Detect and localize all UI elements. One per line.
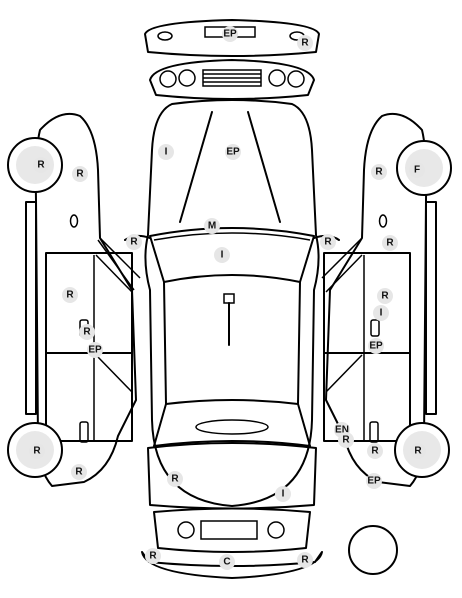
marker-code: EP bbox=[367, 476, 381, 487]
marker-right-front-fender-r[interactable]: R bbox=[371, 164, 387, 180]
marker-code: R bbox=[386, 238, 394, 249]
marker-code: R bbox=[130, 237, 138, 248]
marker-code: R bbox=[149, 551, 157, 562]
marker-code: F bbox=[414, 165, 420, 176]
marker-code: R bbox=[342, 435, 350, 446]
marker-left-front-door-r[interactable]: R bbox=[62, 287, 78, 303]
marker-left-mirror-r[interactable]: R bbox=[126, 234, 142, 250]
marker-right-rear-quarter-ep[interactable]: EP bbox=[366, 473, 382, 489]
marker-right-fender-lower-r[interactable]: R bbox=[382, 235, 398, 251]
marker-code: R bbox=[324, 237, 332, 248]
marker-left-rear-quarter-r[interactable]: R bbox=[71, 464, 87, 480]
marker-left-front-wheel-r[interactable]: R bbox=[33, 157, 49, 173]
marker-code: EP bbox=[226, 147, 240, 158]
legend-circle bbox=[348, 525, 398, 575]
marker-windshield-i[interactable]: I bbox=[214, 247, 230, 263]
marker-left-rear-wheel-r[interactable]: R bbox=[29, 443, 45, 459]
marker-right-rear-wheel-r[interactable]: R bbox=[410, 443, 426, 459]
marker-rear-bumper-c[interactable]: C bbox=[219, 554, 235, 570]
marker-front-bumper-ep[interactable]: EP bbox=[222, 26, 238, 42]
marker-rear-bumper-r-left[interactable]: R bbox=[145, 548, 161, 564]
marker-code: I bbox=[221, 250, 224, 261]
marker-code: I bbox=[165, 147, 168, 158]
marker-right-rear-handle-r[interactable]: R bbox=[367, 443, 383, 459]
marker-code: R bbox=[301, 555, 309, 566]
marker-code: R bbox=[66, 290, 74, 301]
marker-code: R bbox=[75, 467, 83, 478]
car-top-view bbox=[124, 99, 340, 510]
marker-code: R bbox=[375, 167, 383, 178]
marker-code: EP bbox=[369, 341, 383, 352]
marker-hood-i[interactable]: I bbox=[158, 144, 174, 160]
marker-code: I bbox=[380, 308, 383, 319]
marker-left-front-door-handle-r[interactable]: R bbox=[79, 324, 95, 340]
marker-right-front-door-r[interactable]: R bbox=[377, 288, 393, 304]
front-grille-view bbox=[149, 59, 315, 100]
marker-code: R bbox=[414, 446, 422, 457]
marker-code: R bbox=[76, 169, 84, 180]
marker-left-front-fender-r[interactable]: R bbox=[72, 166, 88, 182]
marker-code: EN bbox=[335, 425, 349, 436]
marker-trunk-i[interactable]: I bbox=[275, 486, 291, 502]
marker-right-front-door-i[interactable]: I bbox=[373, 305, 389, 321]
marker-trunk-r[interactable]: R bbox=[167, 471, 183, 487]
marker-rear-bumper-r-right[interactable]: R bbox=[297, 552, 313, 568]
marker-windshield-m[interactable]: M bbox=[204, 218, 220, 234]
marker-code: R bbox=[83, 327, 91, 338]
marker-code: C bbox=[223, 557, 230, 568]
marker-code: R bbox=[37, 160, 45, 171]
marker-code: R bbox=[33, 446, 41, 457]
marker-code: R bbox=[371, 446, 379, 457]
marker-code: EP bbox=[223, 29, 237, 40]
marker-right-sill-ep[interactable]: EP bbox=[368, 338, 384, 354]
marker-left-sill-ep[interactable]: EP bbox=[87, 342, 103, 358]
marker-hood-ep[interactable]: EP bbox=[225, 144, 241, 160]
marker-right-mirror-r[interactable]: R bbox=[320, 234, 336, 250]
marker-code: M bbox=[208, 221, 216, 232]
marker-front-bumper-r[interactable]: R bbox=[297, 35, 313, 51]
marker-right-front-wheel-f[interactable]: F bbox=[409, 162, 425, 178]
marker-code: R bbox=[381, 291, 389, 302]
marker-code: R bbox=[301, 38, 309, 49]
marker-code: I bbox=[282, 489, 285, 500]
marker-code: EP bbox=[88, 345, 102, 356]
marker-code: R bbox=[171, 474, 179, 485]
marker-right-rear-door-r[interactable]: R bbox=[338, 432, 354, 448]
